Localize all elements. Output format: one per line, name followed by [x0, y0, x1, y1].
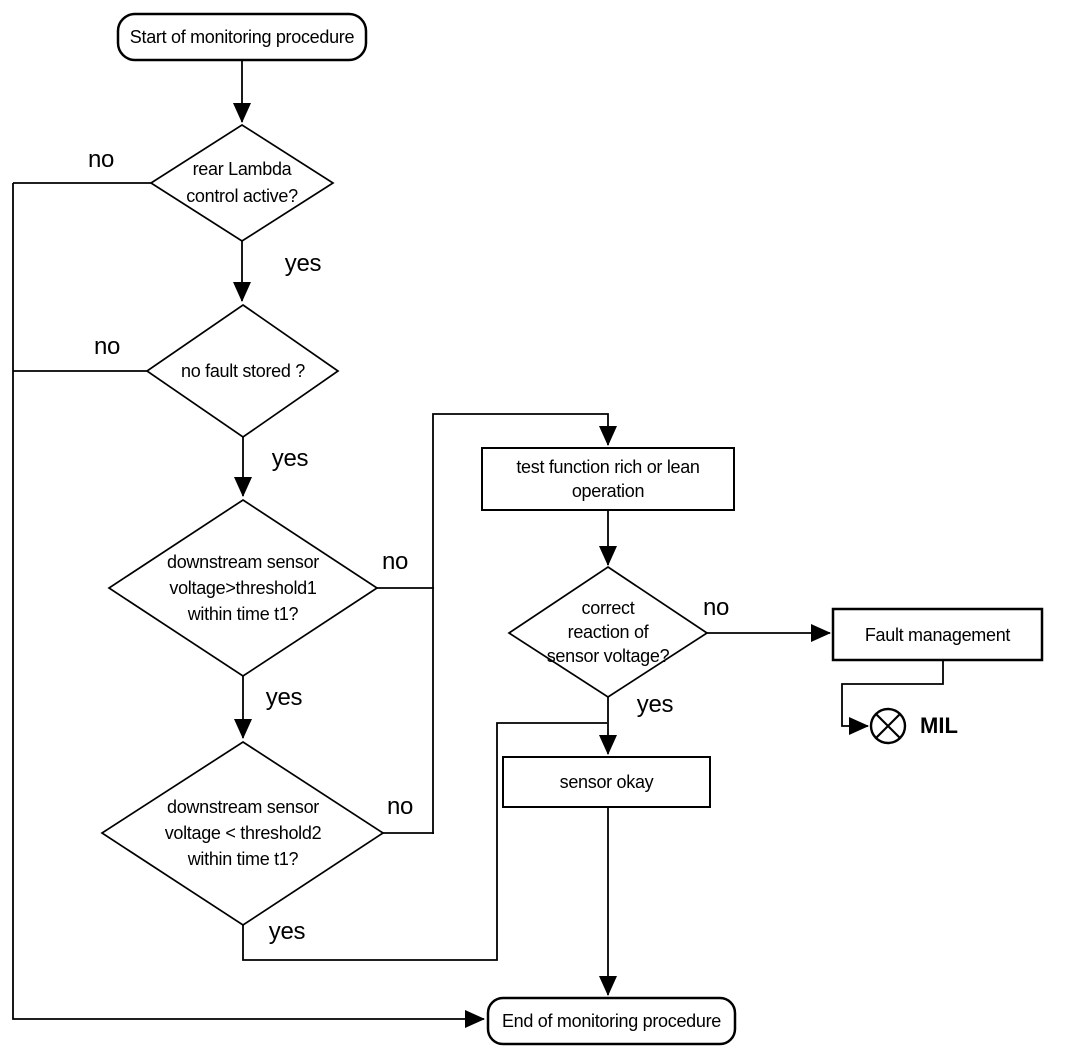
branch-correct-reaction-no: no — [702, 594, 730, 621]
process-sensor-okay-shape — [502, 756, 711, 808]
edge-threshold2-yes — [242, 722, 607, 961]
branch-no-fault-yes: yes — [271, 445, 309, 472]
decision-threshold1-label: downstream sensor voltage>threshold1 wit… — [167, 552, 319, 624]
decision-no-fault-shape — [145, 303, 340, 439]
branch-threshold2-yes: yes — [268, 918, 306, 945]
decision-rear-lambda-label: rear Lambda control active? — [186, 159, 298, 206]
process-fault-management-shape — [831, 607, 1044, 662]
branch-threshold1-yes: yes — [265, 684, 303, 711]
branch-rear-lambda-yes: yes — [284, 250, 322, 277]
edge-no-rail-to-test-function — [432, 413, 617, 834]
process-sensor-okay-label: sensor okay — [559, 772, 654, 792]
start-terminator-shape — [116, 12, 368, 62]
end-terminator-label: End of monitoring procedure — [501, 1011, 722, 1031]
branch-threshold1-no: no — [381, 548, 409, 575]
branch-rear-lambda-no: no — [87, 146, 115, 173]
edge-left-rail-to-end — [12, 183, 485, 1028]
edge-fault-to-mil — [841, 660, 944, 735]
decision-threshold1-shape — [107, 498, 379, 678]
branch-correct-reaction-yes: yes — [636, 691, 674, 718]
branch-threshold2-no: no — [386, 793, 414, 820]
decision-correct-reaction-shape — [507, 565, 709, 699]
end-terminator-shape — [486, 996, 737, 1046]
process-test-function-label: test function rich or lean operation — [516, 457, 700, 501]
process-fault-management-label: Fault management — [864, 624, 1011, 645]
decision-no-fault-label: no fault stored ? — [181, 361, 305, 381]
decision-correct-reaction-label: correct reaction of sensor voltage? — [546, 598, 670, 666]
decision-rear-lambda-shape — [149, 123, 335, 243]
start-terminator-label: Start of monitoring procedure — [129, 27, 355, 47]
decision-threshold2-label: downstream sensor voltage < threshold2 w… — [164, 797, 322, 869]
process-test-function-shape — [481, 447, 735, 511]
branch-no-fault-no: no — [93, 333, 121, 360]
mil-label: MIL — [920, 713, 958, 738]
decision-threshold2-shape — [100, 740, 385, 927]
mil-lamp-icon — [869, 707, 907, 745]
